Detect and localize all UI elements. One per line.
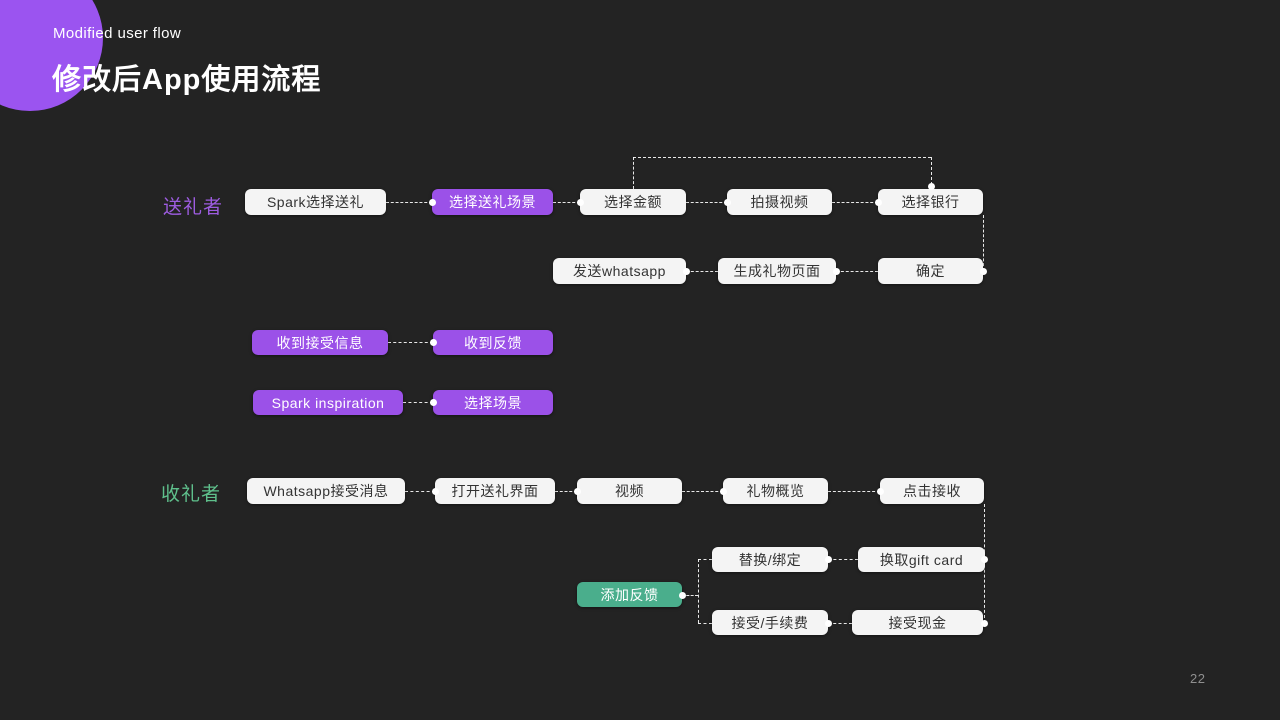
connector-branch-stub-top: [698, 559, 712, 560]
giver-label: 送礼者: [163, 197, 224, 218]
connector-loop-top: [633, 157, 931, 158]
connector-dot: [429, 338, 437, 346]
connector-recv-4-5: [828, 491, 880, 492]
slide-header: Modified user flow 修改后App使用流程: [52, 25, 320, 96]
connector-card-replace: [828, 559, 858, 560]
connector-giver-4-5: [832, 202, 878, 203]
connector-dot: [927, 182, 935, 190]
flow-node-open-gift-ui: 打开送礼界面: [435, 478, 555, 504]
flow-node-accept-cash: 接受现金: [852, 610, 983, 635]
connector-inspire-scene: [403, 402, 433, 403]
flow-node-choose-scene: 选择场景: [433, 390, 553, 415]
connector-loop-down: [931, 157, 932, 185]
connector-dot: [979, 267, 987, 275]
connector-feedback-branch: [698, 559, 699, 623]
flow-node-confirm: 确定: [878, 258, 983, 284]
flow-node-receive-accept-message: 收到接受信息: [252, 330, 388, 355]
flow-node-video: 视频: [577, 478, 682, 504]
flow-node-select-amount: 选择金额: [580, 189, 686, 215]
connector-giver-3-4: [686, 202, 727, 203]
connector-recv-1-2: [405, 491, 435, 492]
connector-dot: [429, 398, 437, 406]
connector-dot: [824, 555, 832, 563]
connector-dot: [678, 591, 686, 599]
connector-dot: [832, 267, 840, 275]
connector-accept-feedback: [388, 342, 433, 343]
connector-branch-feedback: [682, 595, 698, 596]
flow-node-add-feedback: 添加反馈: [577, 582, 682, 607]
connector-giver-1-2: [386, 202, 432, 203]
connector-dot: [682, 267, 690, 275]
flow-node-send-whatsapp: 发送whatsapp: [553, 258, 686, 284]
connector-loop-up: [633, 157, 634, 189]
connector-dot: [874, 198, 882, 206]
connector-branch-stub-bot: [698, 623, 712, 624]
connector-dot: [723, 198, 731, 206]
flow-node-whatsapp-receive-message: Whatsapp接受消息: [247, 478, 405, 504]
connector-generate-send: [686, 271, 718, 272]
connector-dot: [980, 555, 988, 563]
connector-dot: [719, 487, 727, 495]
flow-node-click-accept: 点击接收: [880, 478, 984, 504]
flow-node-select-bank: 选择银行: [878, 189, 983, 215]
connector-dot: [428, 198, 436, 206]
connector-dot: [824, 619, 832, 627]
slide-subtitle: Modified user flow: [53, 25, 182, 42]
connector-dot: [576, 198, 584, 206]
connector-dot: [980, 619, 988, 627]
flow-node-accept-fee: 接受/手续费: [712, 610, 828, 635]
connector-cash-fee: [828, 623, 852, 624]
connector-bank-to-confirm: [983, 215, 984, 271]
flow-node-shoot-video: 拍摄视频: [727, 189, 832, 215]
receiver-label: 收礼者: [161, 484, 222, 505]
flow-node-receive-feedback: 收到反馈: [433, 330, 553, 355]
connector-dot: [573, 487, 581, 495]
flow-node-spark-inspiration: Spark inspiration: [253, 390, 403, 415]
flow-node-replace-bind: 替换/绑定: [712, 547, 828, 572]
connector-giver-2-3: [553, 202, 580, 203]
connector-confirm-generate: [836, 271, 878, 272]
flow-node-select-gift-scene: 选择送礼场景: [432, 189, 553, 215]
connector-dot: [431, 487, 439, 495]
connector-recv-2-3: [555, 491, 577, 492]
flow-node-spark-select-gift: Spark选择送礼: [245, 189, 386, 215]
connector-dot: [876, 487, 884, 495]
flow-node-gift-overview: 礼物概览: [723, 478, 828, 504]
connector-recv-3-4: [682, 491, 723, 492]
flow-node-exchange-gift-card: 换取gift card: [858, 547, 985, 572]
slide-title: 修改后App使用流程: [52, 64, 322, 96]
flow-node-generate-gift-page: 生成礼物页面: [718, 258, 836, 284]
page-number: 22: [1190, 671, 1206, 686]
